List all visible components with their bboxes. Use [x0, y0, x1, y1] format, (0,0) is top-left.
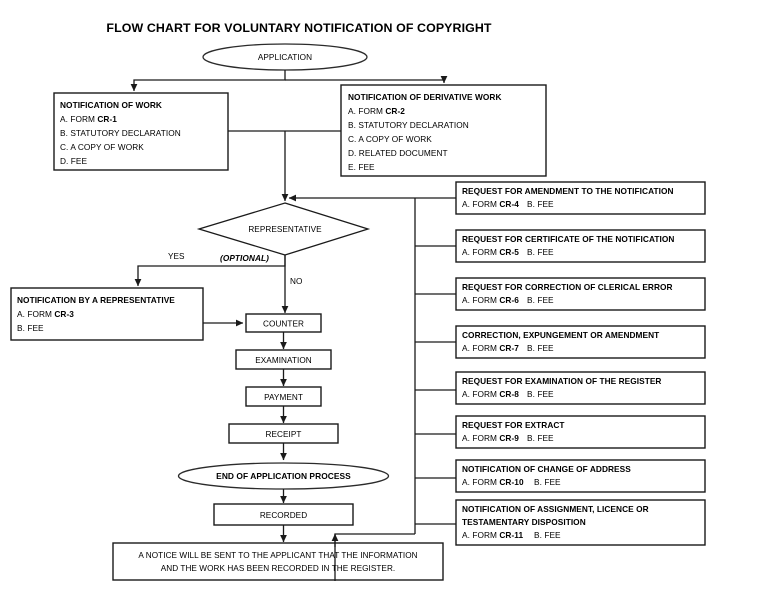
representative-item-0: A. FORM CR-3 [17, 309, 74, 319]
examination-label: EXAMINATION [255, 356, 311, 365]
request-cr-9-form: A. FORM CR-9 [462, 433, 519, 443]
request-cr-6-heading: REQUEST FOR CORRECTION OF CLERICAL ERROR [462, 282, 673, 292]
decision-representative-label: REPRESENTATIVE [248, 225, 322, 234]
node-request-cr-11[interactable] [455, 499, 706, 546]
notice-line-1: A NOTICE WILL BE SENT TO THE APPLICANT T… [138, 551, 417, 560]
node-request-cr-4[interactable] [455, 181, 706, 215]
node-request-cr-8[interactable] [455, 371, 706, 405]
node-notification-of-derivative-work[interactable] [340, 84, 547, 177]
representative-item-1: B. FEE [17, 323, 44, 333]
connector-application-to-derivative [285, 75, 448, 84]
node-request-cr-9[interactable] [455, 415, 706, 449]
page-title: FLOW CHART FOR VOLUNTARY NOTIFICATION OF… [106, 21, 492, 35]
request-cr-10-fee: B. FEE [534, 477, 561, 487]
counter-label: COUNTER [263, 320, 304, 329]
derivative-work-item-0: A. FORM CR-2 [348, 106, 405, 116]
notification-of-work-item-2: C. A COPY OF WORK [60, 142, 144, 152]
request-cr-6-form: A. FORM CR-6 [462, 295, 519, 305]
request-cr-4-heading: REQUEST FOR AMENDMENT TO THE NOTIFICATIO… [462, 186, 674, 196]
derivative-work-item-4: E. FEE [348, 162, 375, 172]
request-cr-8-heading: REQUEST FOR EXAMINATION OF THE REGISTER [462, 376, 661, 386]
request-cr-8-fee: B. FEE [527, 389, 554, 399]
derivative-work-item-2: C. A COPY OF WORK [348, 134, 432, 144]
decision-no-label: NO [290, 277, 302, 286]
node-request-cr-7[interactable] [455, 325, 706, 359]
request-cr-11-fee: B. FEE [534, 530, 561, 540]
notice-line-2: AND THE WORK HAS BEEN RECORDED IN THE RE… [161, 564, 396, 573]
request-cr-4-fee: B. FEE [527, 199, 554, 209]
connector-application-to-work [130, 70, 286, 92]
notification-of-work-item-3: D. FEE [60, 156, 88, 166]
notification-of-work-item-1: B. STATUTORY DECLARATION [60, 128, 181, 138]
decision-yes-label: YES [168, 252, 185, 261]
derivative-work-item-1: B. STATUTORY DECLARATION [348, 120, 469, 130]
node-request-cr-6[interactable] [455, 277, 706, 311]
request-cr-4-form: A. FORM CR-4 [462, 199, 519, 209]
end-of-application-process-label: END OF APPLICATION PROCESS [216, 471, 351, 481]
node-request-cr-5[interactable] [455, 229, 706, 263]
recorded-label: RECORDED [260, 511, 307, 520]
request-cr-5-heading: REQUEST FOR CERTIFICATE OF THE NOTIFICAT… [462, 234, 674, 244]
start-node-label: APPLICATION [258, 53, 312, 62]
request-cr-8-form: A. FORM CR-8 [462, 389, 519, 399]
request-cr-7-fee: B. FEE [527, 343, 554, 353]
node-notification-of-work[interactable] [53, 92, 229, 171]
node-request-cr-10[interactable] [455, 459, 706, 493]
request-cr-10-heading: NOTIFICATION OF CHANGE OF ADDRESS [462, 464, 631, 474]
receipt-label: RECEIPT [266, 430, 302, 439]
payment-label: PAYMENT [264, 393, 303, 402]
request-cr-5-fee: B. FEE [527, 247, 554, 257]
request-cr-6-fee: B. FEE [527, 295, 554, 305]
request-cr-11-heading-line-1: NOTIFICATION OF ASSIGNMENT, LICENCE OR [462, 504, 649, 514]
representative-heading: NOTIFICATION BY A REPRESENTATIVE [17, 295, 175, 305]
request-cr-7-form: A. FORM CR-7 [462, 343, 519, 353]
request-cr-9-heading: REQUEST FOR EXTRACT [462, 420, 565, 430]
notification-of-work-item-0: A. FORM CR-1 [60, 114, 117, 124]
node-notice[interactable] [112, 542, 444, 581]
request-cr-11-heading-line-2: TESTAMENTARY DISPOSITION [462, 517, 586, 527]
request-cr-10-form: A. FORM CR-10 [462, 477, 524, 487]
request-cr-9-fee: B. FEE [527, 433, 554, 443]
node-notification-by-representative[interactable] [10, 287, 204, 341]
request-cr-7-heading: CORRECTION, EXPUNGEMENT OR AMENDMENT [462, 330, 659, 340]
decision-optional-note: (OPTIONAL) [220, 253, 269, 263]
derivative-work-heading: NOTIFICATION OF DERIVATIVE WORK [348, 92, 502, 102]
notification-of-work-heading: NOTIFICATION OF WORK [60, 100, 162, 110]
request-cr-11-form: A. FORM CR-11 [462, 530, 524, 540]
request-cr-5-form: A. FORM CR-5 [462, 247, 519, 257]
derivative-work-item-3: D. RELATED DOCUMENT [348, 148, 448, 158]
